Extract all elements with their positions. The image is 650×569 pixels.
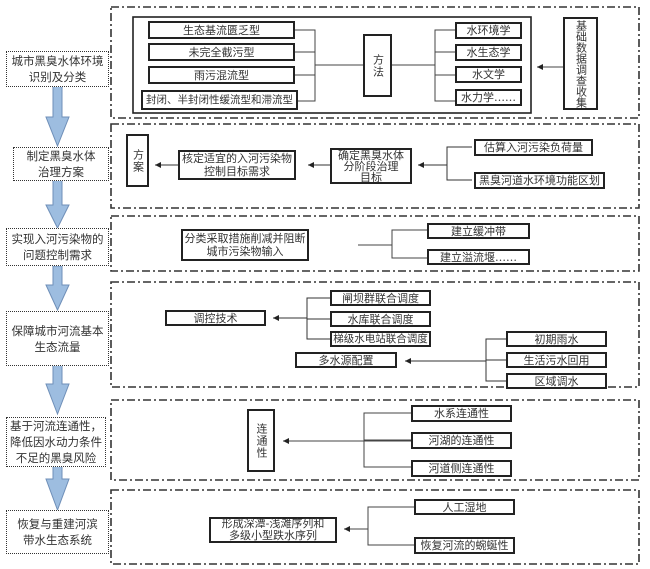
stage-2-line-2: 治理方案 — [38, 165, 84, 179]
river-lake-connectivity-box: 河湖的连通性 — [411, 432, 512, 449]
multi-source-box: 多水源配置 — [295, 352, 397, 368]
discipline-box-1: 水环境学 — [455, 22, 522, 39]
panel-4-frame — [110, 281, 640, 388]
flow-arrow-3 — [45, 265, 70, 312]
stage-6-line-2: 带水生态系统 — [23, 533, 92, 547]
stage-goal-line-1: 确定黑臭水体 — [338, 148, 404, 162]
plan-box: 方案 — [126, 134, 149, 187]
stage-4-line-1: 保障城市河流基本 — [11, 323, 104, 338]
reduction-measure-box: 分类采取措施削减并阻断城市污染物输入 — [181, 229, 309, 261]
source-box-2: 生活污水回用 — [506, 352, 607, 368]
constructed-wetland-box: 人工湿地 — [414, 499, 515, 515]
flow-arrow-4 — [45, 364, 70, 416]
source-box-3: 区域调水 — [506, 373, 607, 389]
panel-2-frame — [110, 123, 640, 209]
measure-line-1: 分类采取措施削减并阻断 — [184, 232, 306, 245]
panel-1-frame — [110, 6, 640, 119]
stage-1-line-1: 城市黑臭水体环境 — [11, 54, 104, 68]
flow-arrow-5 — [45, 465, 70, 512]
stage-5-line-2: 降低因水动力条件 — [10, 435, 102, 449]
pool-riffle-line-1: 形成深潭-浅滩序列和 — [221, 517, 325, 530]
method-box: 方法 — [363, 34, 392, 97]
stage-goal-line-3: 目标 — [360, 170, 382, 184]
flow-arrow-1 — [45, 85, 70, 148]
connectivity-box: 连通性 — [247, 409, 275, 472]
stage-2-line-1: 制定黑臭水体 — [26, 149, 96, 163]
pool-riffle-line-2: 多级小型跌水序列 — [229, 529, 317, 542]
discipline-box-3: 水文学 — [455, 66, 522, 83]
stage-5-line-3: 不足的黑臭风险 — [15, 451, 97, 465]
dispatch-box-1: 闸坝群联合调度 — [330, 290, 431, 306]
type-box-4: 封闭、半封闭性缓流型和滞流型 — [141, 90, 298, 110]
dispatch-box-3: 梯级水电站联合调度 — [330, 331, 431, 347]
target-demand-line-1: 核定适宜的入河污染物 — [182, 152, 292, 165]
buffer-zone-box: 建立缓冲带 — [427, 223, 530, 239]
discipline-box-2: 水生态学 — [455, 44, 522, 61]
function-zoning-box: 黑臭河道水环境功能区划 — [474, 172, 605, 189]
discipline-box-4: 水力学…… — [455, 89, 522, 106]
panel-5-frame — [110, 399, 640, 481]
pollution-load-box: 估算入河污染负荷量 — [474, 139, 593, 156]
type-box-2: 未完全截污型 — [148, 43, 295, 61]
stage-5-line-1: 基于河流连通性， — [10, 419, 102, 433]
measure-line-2: 城市污染物输入 — [206, 245, 284, 258]
stage-box-1: 城市黑臭水体环境识别及分类 — [6, 51, 109, 87]
water-system-connectivity-box: 水系连通性 — [411, 405, 512, 422]
stage-3-line-1: 实现入河污染物的 — [11, 232, 104, 246]
stage-goal-box: 确定黑臭水体分阶段治理目标 — [330, 148, 412, 184]
stage-box-4: 保障城市河流基本生态流量 — [6, 311, 109, 366]
target-demand-box: 核定适宜的入河污染物控制目标需求 — [178, 150, 296, 180]
type-box-1: 生态基流匮乏型 — [148, 21, 295, 39]
target-demand-line-2: 控制目标需求 — [204, 165, 270, 178]
control-tech-box: 调控技术 — [165, 310, 266, 326]
stage-1-line-2: 识别及分类 — [28, 70, 87, 84]
overflow-weir-box: 建立溢流堰…… — [427, 249, 530, 265]
panel-3-frame — [110, 215, 640, 272]
pool-riffle-box: 形成深潭-浅滩序列和多级小型跌水序列 — [209, 517, 337, 543]
flow-arrow-2 — [45, 179, 70, 230]
lateral-connectivity-box: 河道侧连通性 — [411, 460, 512, 477]
data-collection-box: 基础数据调查收集 — [563, 17, 598, 110]
panel-1-inner-frame — [132, 16, 532, 114]
stage-goal-line-2: 分阶段治理 — [343, 159, 399, 173]
type-box-3: 雨污混流型 — [148, 66, 295, 84]
source-box-1: 初期雨水 — [506, 331, 607, 347]
stage-3-line-2: 问题控制需求 — [23, 248, 92, 262]
panel-6-frame — [110, 489, 640, 565]
stage-box-6: 恢复与重建河滨带水生态系统 — [6, 510, 109, 554]
dispatch-box-2: 水库联合调度 — [330, 311, 431, 327]
meandering-box: 恢复河流的蜿蜒性 — [414, 537, 515, 554]
stage-box-2: 制定黑臭水体治理方案 — [13, 147, 109, 181]
stage-6-line-1: 恢复与重建河滨 — [17, 517, 98, 531]
stage-box-3: 实现入河污染物的问题控制需求 — [6, 228, 109, 266]
stage-4-line-2: 生态流量 — [34, 339, 81, 354]
stage-box-5: 基于河流连通性， 降低因水动力条件不足的黑臭风险 — [6, 417, 106, 467]
